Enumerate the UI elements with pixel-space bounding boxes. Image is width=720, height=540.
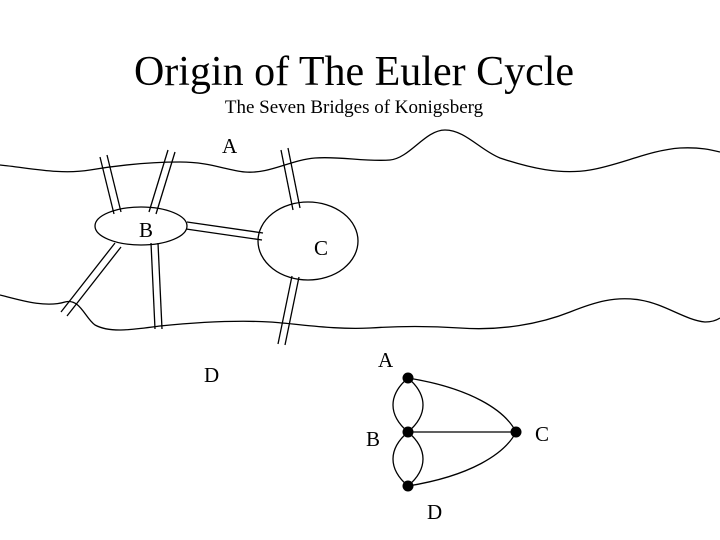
- slide-subtitle: The Seven Bridges of Konigsberg: [224, 97, 484, 118]
- graph-label-a: A: [378, 348, 394, 372]
- graph-label-b: B: [366, 427, 380, 451]
- slide-title: Origin of The Euler Cycle: [133, 49, 575, 95]
- bridge-b-d-2: [150, 242, 163, 330]
- graph-vertex-c: [510, 426, 522, 438]
- map-label-d: D: [204, 363, 219, 387]
- graph-label-d: D: [427, 500, 442, 524]
- bridge-a-b-1: [99, 154, 122, 215]
- graph-edge-a-b-1: [392, 377, 409, 433]
- graph-vertex-d: [402, 480, 414, 492]
- river-bank-north: [0, 129, 720, 173]
- graph-edge-d-c: [407, 431, 517, 487]
- graph-edge-a-c: [407, 377, 517, 433]
- graph-label-c: C: [535, 422, 549, 446]
- map-label-c: C: [314, 236, 328, 260]
- graph-vertex-b: [402, 426, 414, 438]
- graph-edge-b-d-2: [407, 431, 424, 487]
- bridge-b-d-1: [60, 242, 122, 317]
- graph-edge-a-b-2: [407, 377, 424, 433]
- bridge-b-c: [185, 221, 264, 241]
- graph-edge-b-d-1: [392, 431, 409, 487]
- bridge-a-b-2: [148, 149, 176, 215]
- bridge-c-d: [277, 275, 300, 346]
- river-bank-south: [0, 294, 720, 331]
- map-label-b: B: [139, 218, 153, 242]
- graph-vertex-a: [402, 372, 414, 384]
- bridge-a-c: [280, 147, 301, 211]
- island-c: [257, 201, 359, 281]
- map-label-a: A: [222, 134, 238, 158]
- island-b: [94, 206, 188, 246]
